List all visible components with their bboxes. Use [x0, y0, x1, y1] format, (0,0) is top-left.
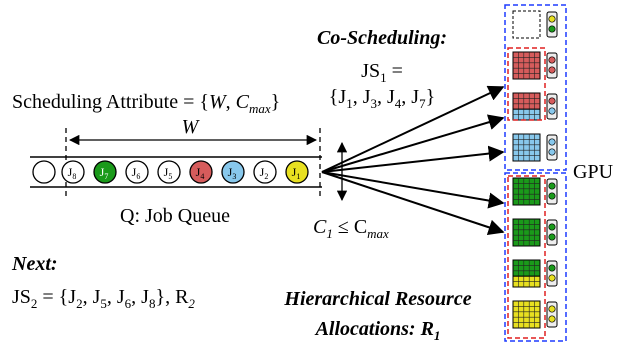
sm-block — [512, 133, 541, 162]
indicator-top-dot — [548, 97, 556, 105]
constraint-label: C1 ≤ Cmax — [313, 216, 389, 241]
job-label: J6 — [132, 165, 141, 181]
arrow-to-slot-2 — [321, 114, 505, 173]
job-circle-shape — [221, 160, 245, 184]
gpu-slot-3 — [512, 92, 558, 121]
job-circle-shape — [157, 160, 181, 184]
job-circle-j3: J3 — [221, 160, 245, 184]
gpu-slot-1 — [512, 10, 558, 39]
gpu-slot-6 — [512, 218, 558, 247]
job-circle-j6: J6 — [125, 160, 149, 184]
job-circle-j5: J5 — [157, 160, 181, 184]
hierarchical-line1: Hierarchical Resource — [283, 288, 471, 310]
arrow-to-slot-5 — [321, 171, 505, 236]
queue-label: Q: Job Queue — [120, 205, 230, 227]
co-scheduling-js1: JS1 = — [361, 60, 403, 85]
arrow-to-slot-4 — [321, 171, 505, 209]
indicator-bottom-dot — [548, 315, 556, 323]
co-scheduling-set: {J1, J3, J4, J7} — [329, 86, 435, 111]
queue-empty-slot — [32, 160, 56, 184]
sm-block — [512, 92, 541, 110]
gpu-slot-2 — [512, 51, 558, 80]
indicator-top-dot — [548, 15, 556, 23]
job-circle-j2: J2 — [253, 160, 277, 184]
indicator-top-dot — [548, 305, 556, 313]
arrow-to-slot-3 — [321, 145, 505, 173]
next-title: Next: — [11, 253, 58, 275]
gpu-label: GPU — [573, 161, 614, 183]
job-label: J1 — [292, 165, 301, 181]
sm-block — [512, 259, 541, 277]
job-circle-shape — [61, 160, 85, 184]
gpu-lower-blue-dashed-box — [504, 172, 567, 342]
hierarchical-line2: Allocations: R1 — [314, 318, 441, 343]
indicator-top-dot — [548, 182, 556, 190]
job-label: J5 — [164, 165, 173, 181]
window-w-label: W — [182, 116, 201, 138]
indicator-top-dot — [548, 138, 556, 146]
job-circle-shape — [125, 160, 149, 184]
indicator-top-dot — [548, 56, 556, 64]
queue-jobs: J8 J7 J6 J5 J4 J3 J2 J1 — [61, 160, 309, 184]
indicator-bottom-dot — [548, 233, 556, 241]
gpu-lower-red-dashed-box — [507, 175, 546, 339]
job-circle-shape — [93, 160, 117, 184]
job-circle-shape — [253, 160, 277, 184]
indicator-bottom-dot — [548, 274, 556, 282]
indicator-top-dot — [548, 264, 556, 272]
gpu-slot-8 — [512, 300, 558, 329]
gpu-upper-blue-dashed-box — [504, 4, 567, 171]
indicator-bottom-dot — [548, 192, 556, 200]
indicator-bottom-dot — [548, 66, 556, 74]
empty-sm-block — [512, 10, 541, 39]
job-circle-j7: J7 — [93, 160, 117, 184]
job-circle-shape — [285, 160, 309, 184]
indicator-bottom-dot — [548, 107, 556, 115]
gpu-slot-4 — [512, 133, 558, 162]
arrow-to-slot-1 — [321, 85, 505, 173]
sm-block — [512, 300, 541, 329]
job-circle-j8: J8 — [61, 160, 85, 184]
job-label: J2 — [260, 165, 269, 181]
scheduling-attribute: Scheduling Attribute = {W, Cmax} — [12, 91, 280, 116]
job-label: J7 — [100, 165, 109, 181]
job-circle-j4: J4 — [189, 160, 213, 184]
next-js2: JS2 = {J2, J5, J6, J8}, R2 — [12, 286, 195, 311]
job-circle-shape — [189, 160, 213, 184]
sm-block — [512, 218, 541, 247]
job-label: J3 — [228, 165, 237, 181]
sm-block — [512, 51, 541, 80]
indicator-top-dot — [548, 223, 556, 231]
gpu-slot-5 — [512, 177, 558, 206]
sm-block — [512, 177, 541, 206]
gpu-slot-7 — [512, 259, 558, 288]
indicator-bottom-dot — [548, 25, 556, 33]
indicator-bottom-dot — [548, 148, 556, 156]
gpu-column — [512, 10, 558, 329]
co-scheduling-title: Co-Scheduling: — [317, 27, 447, 49]
job-label: J4 — [196, 165, 205, 181]
job-circle-j1: J1 — [285, 160, 309, 184]
gpu-upper-red-dashed-box — [507, 47, 546, 121]
job-label: J8 — [68, 165, 77, 181]
